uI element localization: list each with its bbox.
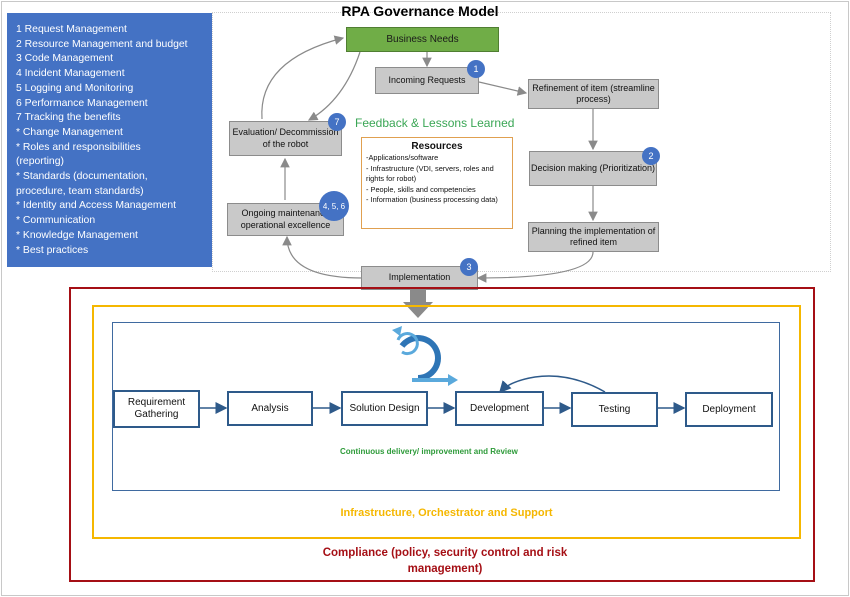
resource-item: - People, skills and competencies — [366, 184, 476, 194]
evaluation-box: Evaluation/ Decommission of the robot — [229, 121, 342, 156]
compliance-label: Compliance (policy, security control and… — [322, 547, 568, 575]
resource-item: - Information (business processing data) — [366, 195, 498, 204]
diagram-title: RPA Governance Model — [341, 3, 499, 19]
governance-areas-panel: 1 Request Management 2 Resource Manageme… — [7, 13, 212, 267]
resources-box: Resources -Applications/software - Infra… — [361, 137, 513, 229]
side-item: * Change Management — [16, 126, 123, 138]
badge-2: 2 — [642, 147, 660, 165]
side-item: 4 Incident Management — [16, 68, 125, 80]
badge-1: 1 — [467, 60, 485, 78]
side-item: 3 Code Management — [16, 53, 114, 65]
side-item: * Best practices — [16, 244, 89, 256]
infrastructure-container — [92, 305, 801, 539]
side-item: * Communication — [16, 215, 96, 227]
side-item: 6 Performance Management — [16, 97, 148, 109]
incoming-requests-box: Incoming Requests — [375, 67, 479, 94]
side-item: 5 Logging and Monitoring — [16, 82, 134, 94]
continuous-delivery-label: Continuous delivery/ improvement and Rev… — [340, 447, 518, 456]
side-item: (reporting) — [16, 156, 64, 168]
infrastructure-label: Infrastructure, Orchestrator and Support — [340, 507, 553, 519]
resource-item: - Infrastructure (VDI, servers, roles an… — [366, 163, 494, 184]
side-item: 2 Resource Management and budget — [16, 38, 188, 50]
side-item: * Standards (documentation, — [16, 171, 148, 183]
resources-heading: Resources — [411, 141, 463, 152]
side-item: * Identity and Access Management — [16, 200, 176, 212]
compliance-container — [69, 287, 815, 582]
side-item: * Roles and responsibilities — [16, 141, 141, 153]
down-arrow — [403, 290, 433, 318]
badge-7: 7 — [328, 113, 346, 131]
cycle-area — [212, 12, 831, 272]
step-testing: Testing — [571, 392, 658, 427]
step-development: Development — [455, 391, 544, 426]
continuous-cycle-icon — [392, 326, 458, 386]
step-deployment: Deployment — [685, 392, 773, 427]
side-item: 1 Request Management — [16, 24, 127, 35]
side-item: procedure, team standards) — [16, 185, 144, 197]
badge-3: 3 — [460, 258, 478, 276]
step-solution-design: Solution Design — [341, 391, 428, 426]
side-item: 7 Tracking the benefits — [16, 112, 121, 124]
decision-making-box: Decision making (Prioritization) — [529, 151, 657, 186]
step-analysis: Analysis — [227, 391, 313, 426]
badge-4-5-6: 4, 5, 6 — [319, 191, 349, 221]
business-needs-box: Business Needs — [346, 27, 499, 52]
delivery-container — [112, 322, 780, 491]
planning-box: Planning the implementation of refined i… — [528, 222, 659, 252]
implementation-box: Implementation — [361, 266, 478, 290]
step-requirement-gathering: Requirement Gathering — [113, 390, 200, 428]
resource-item: -Applications/software — [366, 153, 439, 162]
refinement-box: Refinement of item (streamline process) — [528, 79, 659, 109]
feedback-label: Feedback & Lessons Learned — [355, 116, 515, 130]
side-item: * Knowledge Management — [16, 229, 138, 241]
